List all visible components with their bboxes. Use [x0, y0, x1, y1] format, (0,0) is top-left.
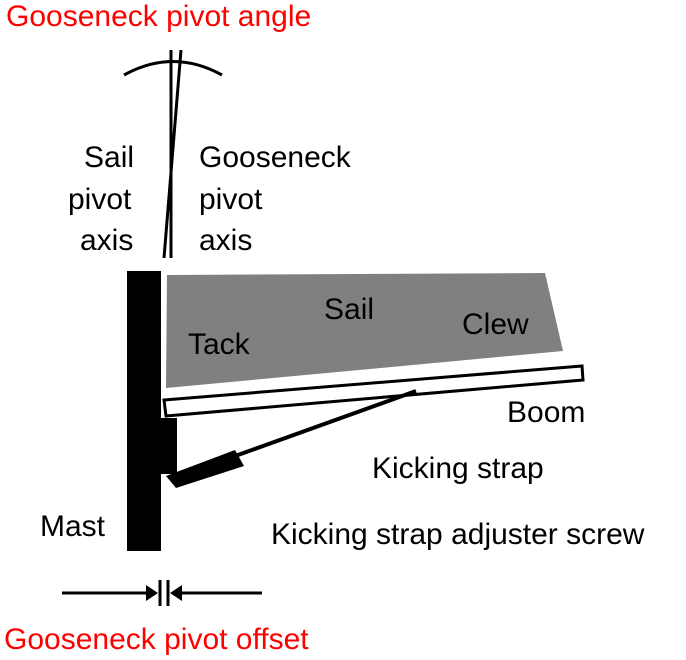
tack-label: Tack — [188, 328, 250, 361]
kicking-strap-label: Kicking strap — [372, 452, 544, 485]
sail-pivot-axis-label-line1: Sail — [84, 141, 135, 174]
sail-label: Sail — [324, 293, 375, 326]
offset-left-arrowhead — [146, 585, 158, 601]
clew-label: Clew — [462, 308, 529, 341]
gooseneck-fitting — [160, 418, 177, 474]
offset-right-arrowhead — [170, 585, 182, 601]
mast-label: Mast — [40, 510, 106, 543]
mast-shape — [127, 271, 161, 551]
adjuster-screw-shape — [166, 450, 244, 488]
gooseneck-pivot-axis-label-line3: axis — [199, 224, 253, 257]
sail-shape — [166, 273, 563, 388]
gooseneck-pivot-axis-label-line2: pivot — [199, 183, 263, 216]
sail-pivot-axis-label-line3: axis — [80, 224, 134, 257]
pivot-angle-arc — [123, 60, 223, 77]
gooseneck-pivot-offset-title: Gooseneck pivot offset — [4, 623, 309, 656]
gooseneck-pivot-angle-title: Gooseneck pivot angle — [6, 0, 312, 33]
gooseneck-pivot-axis-line — [162, 49, 183, 259]
boom-shape — [162, 364, 585, 418]
boom-label: Boom — [507, 396, 586, 429]
sail-pivot-axis-label-line2: pivot — [68, 183, 132, 216]
gooseneck-pivot-axis-label-line1: Gooseneck — [199, 141, 351, 174]
adjuster-screw-label: Kicking strap adjuster screw — [271, 518, 645, 551]
